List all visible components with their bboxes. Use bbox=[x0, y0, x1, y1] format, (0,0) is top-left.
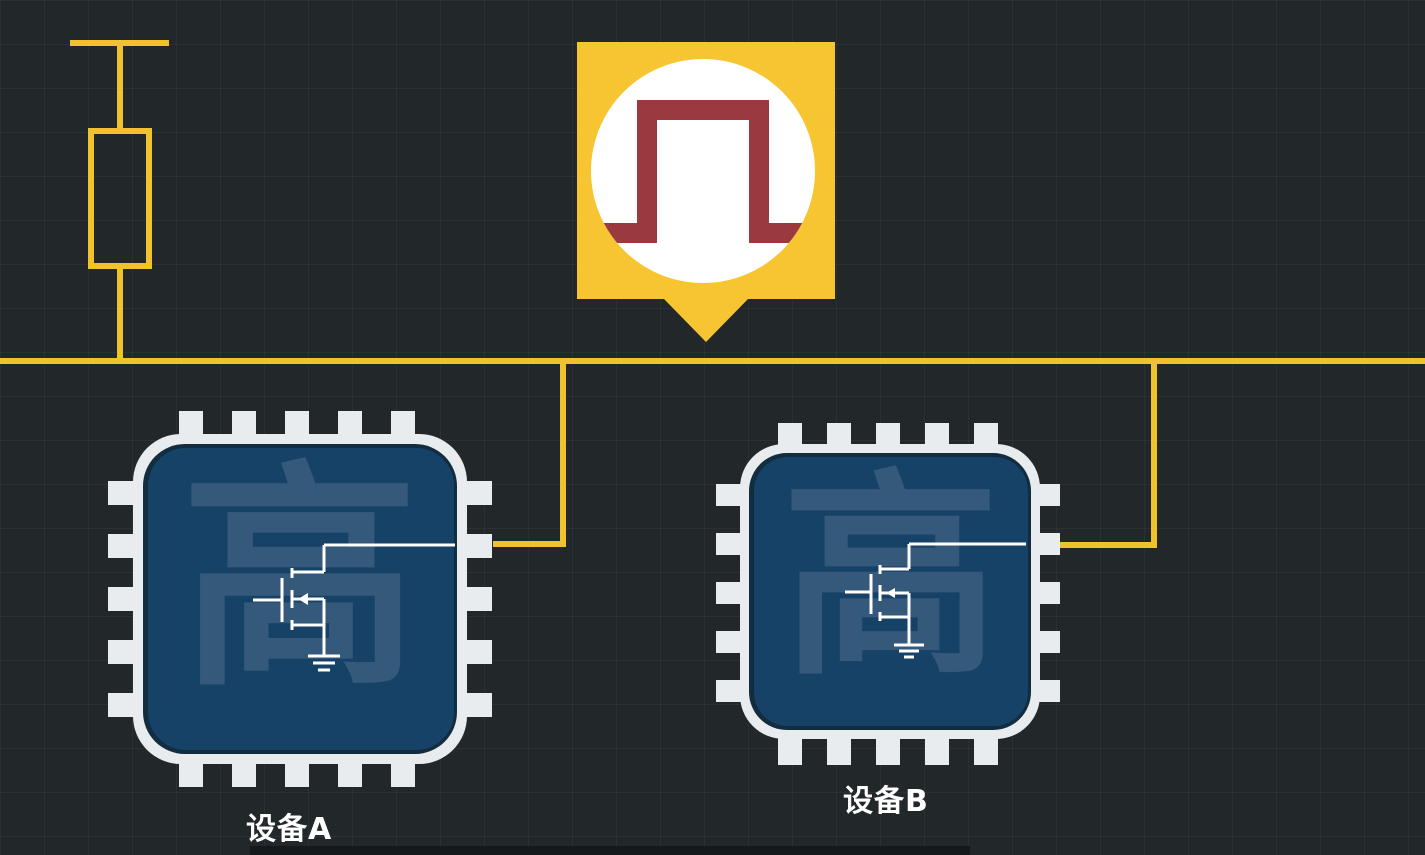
chip-state-text: 高 bbox=[181, 442, 419, 719]
subtitle-bar bbox=[250, 846, 970, 855]
square-pulse-icon bbox=[591, 100, 815, 243]
nmos-transistor-icon bbox=[845, 544, 924, 659]
chip-state-text: 高 bbox=[782, 452, 1000, 705]
device-label-b: 设备B bbox=[843, 784, 929, 819]
chip-device-a bbox=[108, 411, 492, 787]
bus-wire bbox=[0, 358, 1425, 548]
signal-badge bbox=[577, 42, 835, 342]
resistor-icon bbox=[70, 40, 169, 360]
device-label-a: 设备A bbox=[246, 812, 333, 847]
chip-device-b bbox=[716, 423, 1060, 765]
nmos-transistor-icon bbox=[253, 545, 340, 672]
